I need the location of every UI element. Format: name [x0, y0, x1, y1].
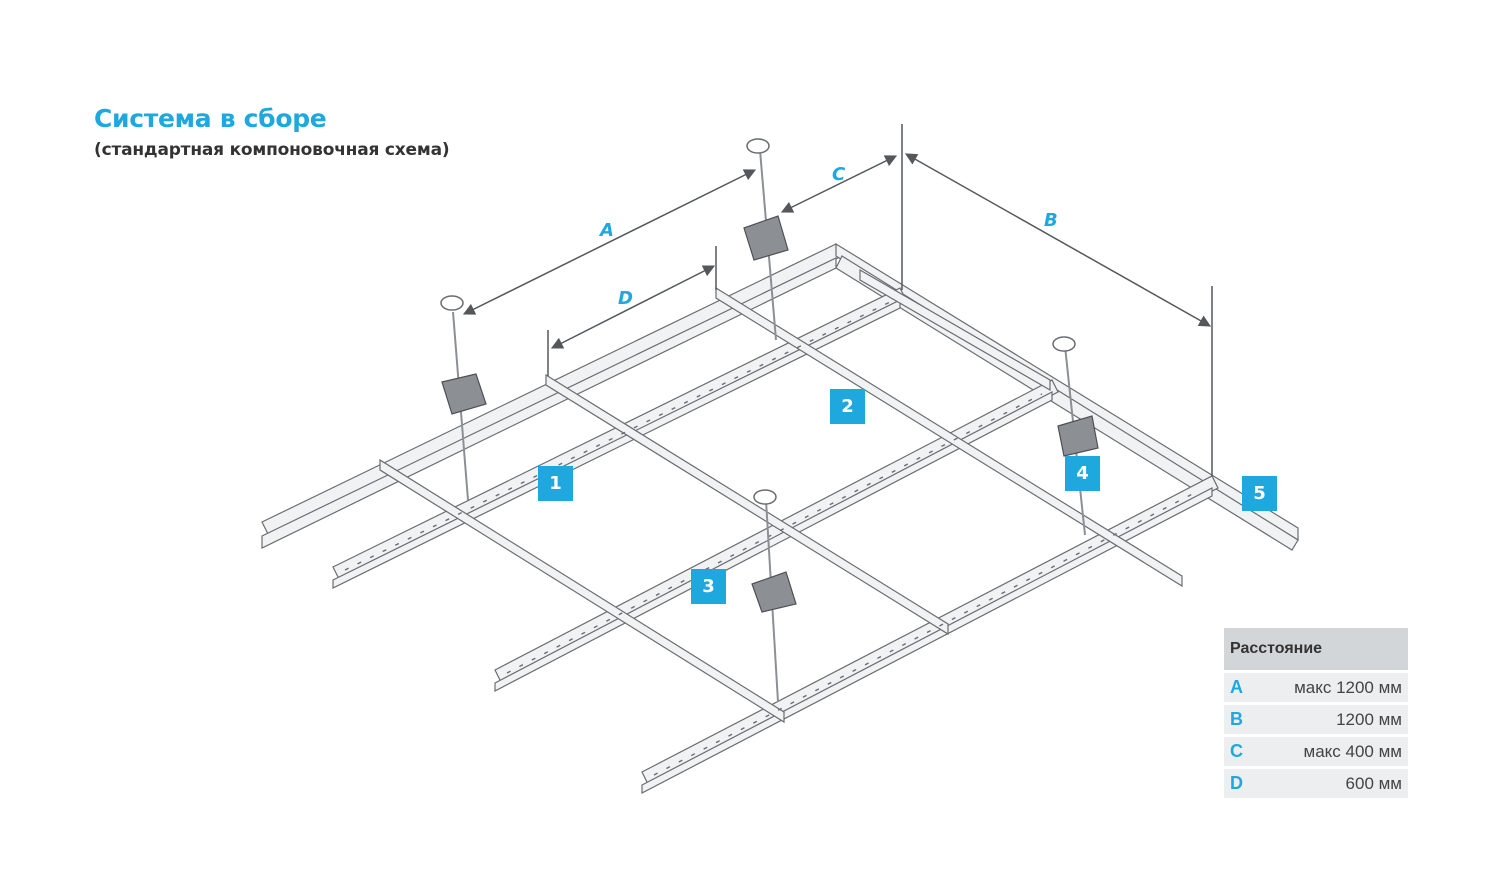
row-value: 1200 мм: [1336, 709, 1402, 729]
distance-table-header: Расстояние: [1224, 628, 1408, 670]
row-key: A: [1230, 677, 1243, 697]
table-row: C макс 400 мм: [1224, 737, 1408, 766]
distance-table: Расстояние A макс 1200 мм B 1200 мм C ма…: [1224, 628, 1408, 798]
page-subtitle: (стандартная компоновочная схема): [94, 140, 450, 160]
hanger-heads: [440, 138, 1076, 505]
row-key: C: [1230, 741, 1243, 761]
dimension-label-a: A: [598, 220, 614, 241]
row-value: макс 1200 мм: [1294, 677, 1402, 697]
table-row: B 1200 мм: [1224, 705, 1408, 734]
callout-5: 5: [1242, 476, 1277, 511]
row-value: макс 400 мм: [1303, 741, 1402, 761]
cross-tees: [379, 268, 1183, 724]
callout-1: 1: [538, 466, 573, 501]
callout-3: 3: [691, 569, 726, 604]
dimension-label-d: D: [618, 288, 633, 309]
callout-4: 4: [1065, 456, 1100, 491]
row-key: D: [1230, 773, 1243, 793]
row-key: B: [1230, 709, 1243, 729]
runner-slots: [344, 301, 1201, 776]
table-row: D 600 мм: [1224, 769, 1408, 798]
dimension-label-c: C: [832, 164, 846, 185]
dimension-label-b: B: [1044, 210, 1058, 231]
callout-2: 2: [830, 389, 865, 424]
page-title: Система в сборе: [94, 104, 327, 133]
wall-angle-profile: [261, 242, 1299, 551]
row-value: 600 мм: [1345, 773, 1402, 793]
dimension-lines: [462, 124, 1213, 476]
main-runners: [332, 287, 1219, 794]
table-row: A макс 1200 мм: [1224, 673, 1408, 702]
